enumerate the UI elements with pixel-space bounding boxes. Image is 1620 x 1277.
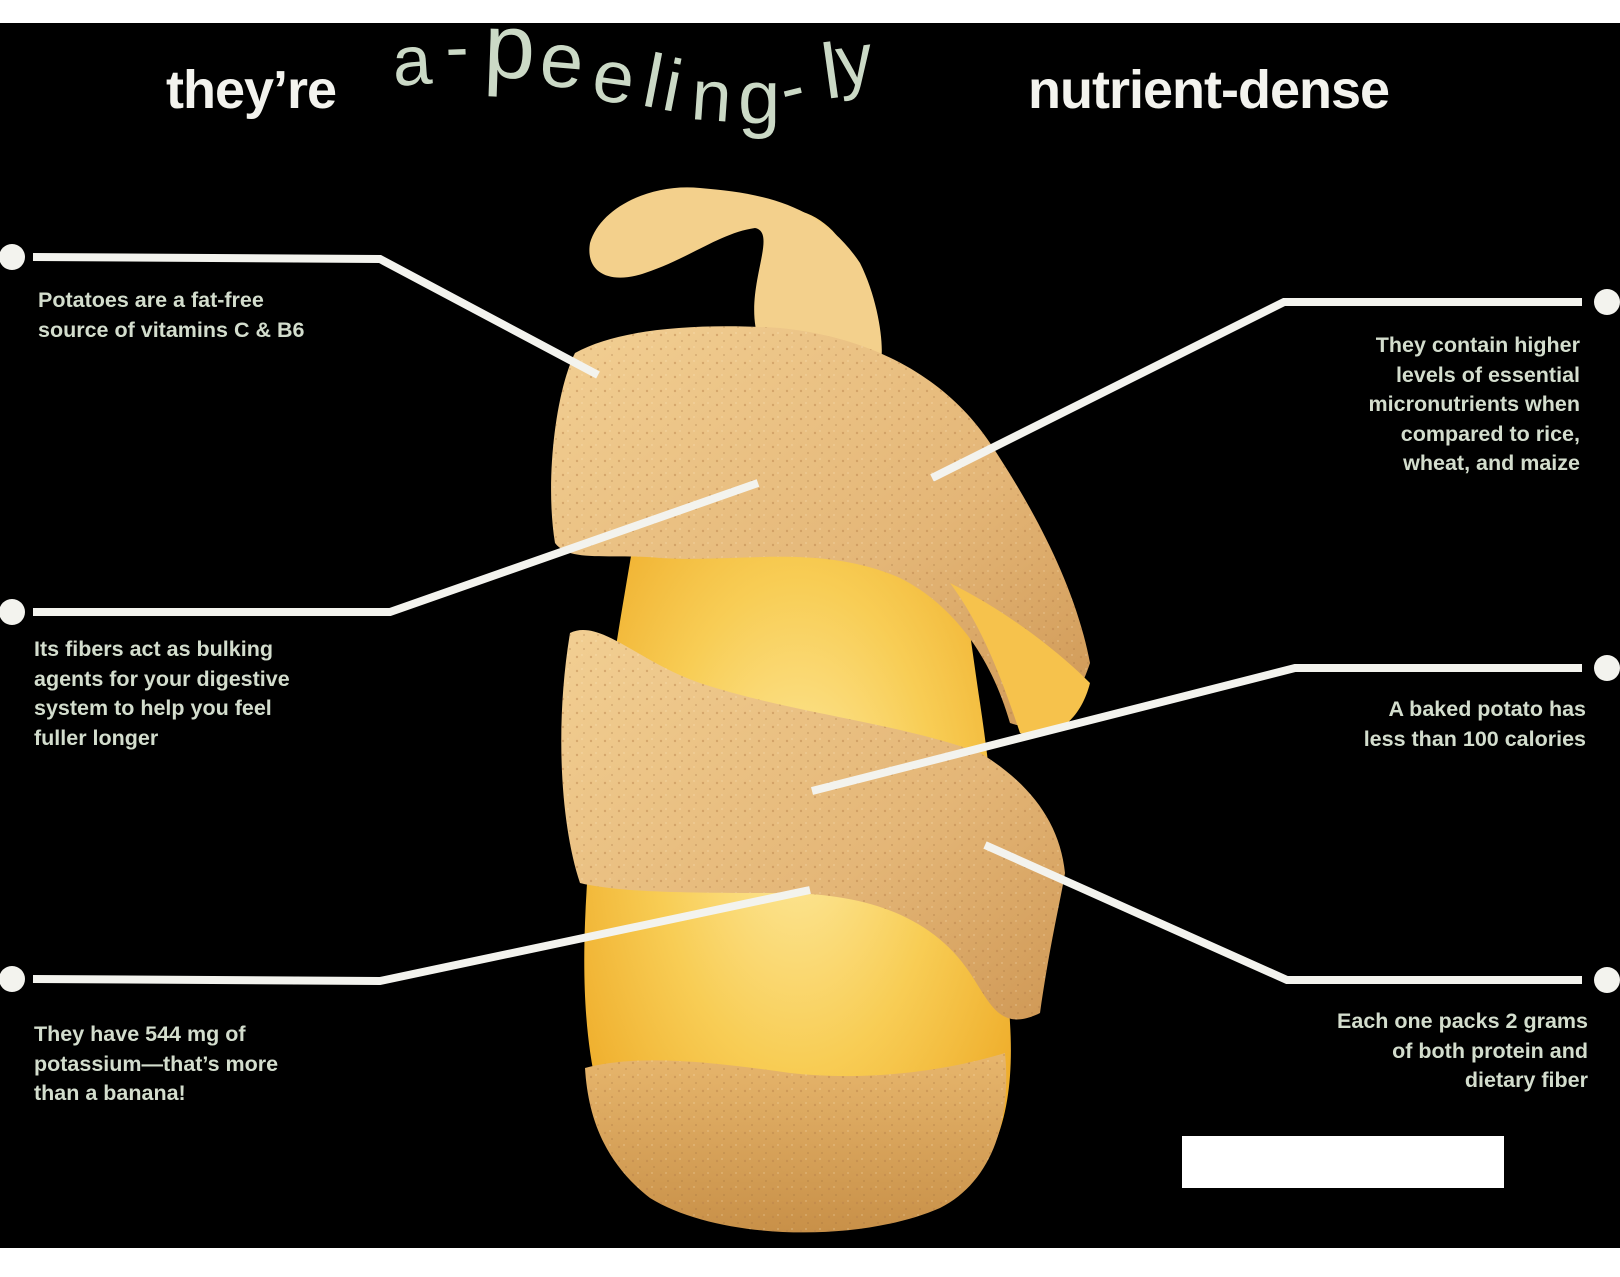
title-prefix: they’re bbox=[166, 60, 337, 120]
pun-letter: a bbox=[390, 23, 434, 101]
pun-letter: e bbox=[537, 23, 588, 106]
infographic-canvas: they’re nutrient-dense a - p e e l i n g… bbox=[0, 23, 1620, 1248]
fact-vitamins: Potatoes are a fat-free source of vitami… bbox=[38, 288, 305, 342]
pun-letter: p bbox=[482, 23, 537, 99]
fact-potassium: They have 544 mg of potassium—that’s mor… bbox=[34, 1022, 279, 1105]
fact-fiber: Its fibers act as bulking agents for you… bbox=[34, 637, 290, 750]
pun-letter: g bbox=[738, 55, 780, 140]
fact-calories: A baked potato has less than 100 calorie… bbox=[1363, 697, 1586, 751]
title-pun-curved: a - p e e l i n g - l y bbox=[390, 23, 878, 140]
fact-protein: Each one packs 2 grams of both protein a… bbox=[1337, 1009, 1588, 1092]
title-suffix: nutrient-dense bbox=[1028, 60, 1390, 120]
peel-curl-tip bbox=[589, 187, 882, 363]
pun-letter: - bbox=[444, 23, 470, 86]
white-box bbox=[1182, 1136, 1504, 1188]
fact-micronutrients: They contain higher levels of essential … bbox=[1368, 333, 1580, 475]
pun-letter: n bbox=[689, 55, 735, 138]
